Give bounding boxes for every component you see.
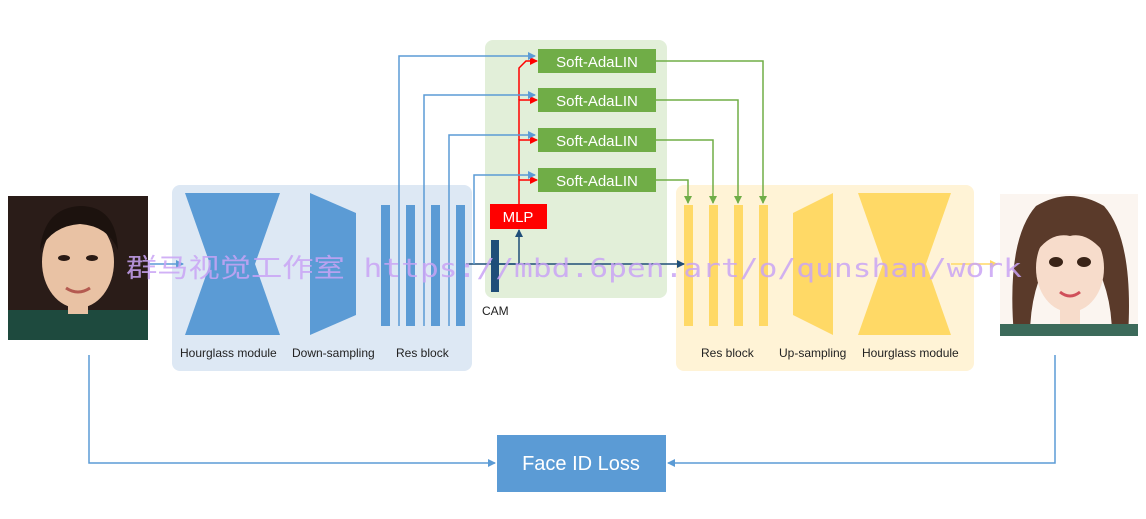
soft-adalin-box-3 bbox=[538, 128, 656, 152]
decoder-res-block-4 bbox=[759, 205, 768, 326]
mlp-label: MLP bbox=[503, 209, 534, 226]
decoder-res-block-1 bbox=[684, 205, 693, 326]
cam-bar bbox=[491, 240, 499, 292]
encoder-downsampling-shape bbox=[310, 193, 356, 335]
decoder-hourglass-label: Hourglass module bbox=[862, 346, 959, 360]
ada-2-to-dec-res3-arrow bbox=[656, 99, 742, 204]
cam-label: CAM bbox=[482, 304, 509, 318]
enc-res1-to-ada-1-arrow bbox=[398, 52, 536, 326]
face-id-loss-label: Face ID Loss bbox=[522, 453, 640, 475]
soft-adalin-label-1: Soft-AdaLIN bbox=[556, 54, 638, 71]
decoder-upsampling-label: Up-sampling bbox=[779, 346, 846, 360]
output-face-image bbox=[1000, 194, 1138, 336]
soft-adalin-label-4: Soft-AdaLIN bbox=[556, 173, 638, 190]
enc-res2-to-ada-2-arrow bbox=[423, 91, 536, 326]
ada-4-to-dec-res1-arrow bbox=[656, 179, 692, 204]
encoder-res-block-1 bbox=[381, 205, 390, 326]
input-to-loss-arrow bbox=[88, 355, 496, 467]
soft-adalin-box-4 bbox=[538, 168, 656, 192]
encoder-res-block-label: Res block bbox=[396, 346, 450, 360]
encoder-res-block-3 bbox=[431, 205, 440, 326]
output-to-loss-arrow bbox=[667, 355, 1056, 467]
soft-adalin-label-2: Soft-AdaLIN bbox=[556, 93, 638, 110]
enc-res4-to-ada-4-arrow bbox=[473, 171, 536, 264]
encoder-hourglass-label: Hourglass module bbox=[180, 346, 277, 360]
enc-res3-to-ada-3-arrow bbox=[448, 131, 536, 326]
decoder-hourglass-shape bbox=[858, 193, 951, 335]
input-face-image bbox=[8, 196, 148, 340]
face-id-loss-box bbox=[497, 435, 666, 492]
decoder-res-block-2 bbox=[709, 205, 718, 326]
watermark-text: 群马视觉工作室 https://mbd.6pen.art/o/qunshan/w… bbox=[126, 254, 1022, 284]
cam-to-mlp-arrow bbox=[499, 229, 523, 265]
ada-1-to-dec-res4-arrow bbox=[656, 60, 767, 204]
encoder-res-block-4 bbox=[456, 205, 465, 326]
encoder-res-block-2 bbox=[406, 205, 415, 326]
soft-adalin-label-3: Soft-AdaLIN bbox=[556, 133, 638, 150]
decoder-upsampling-shape bbox=[793, 193, 833, 335]
encoder-downsampling-label: Down-sampling bbox=[292, 346, 375, 360]
ada-3-to-dec-res2-arrow bbox=[656, 139, 717, 204]
mlp-to-ada-1-arrow bbox=[518, 57, 538, 100]
mlp-box bbox=[490, 204, 547, 229]
soft-adalin-box-2 bbox=[538, 88, 656, 112]
soft-adalin-box-1 bbox=[538, 49, 656, 73]
decoder-res-block-3 bbox=[734, 205, 743, 326]
encoder-hourglass-shape bbox=[185, 193, 280, 335]
decoder-res-block-label: Res block bbox=[701, 346, 755, 360]
